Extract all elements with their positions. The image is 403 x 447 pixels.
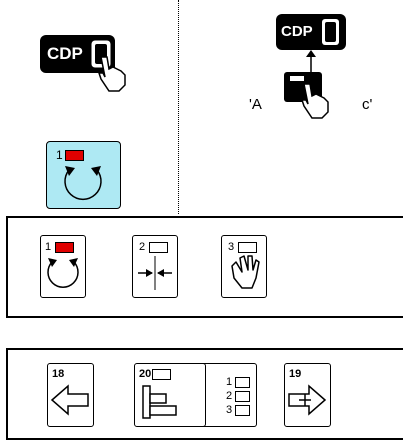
row-box [235,377,250,388]
tree-structure-icon [142,385,177,419]
structure-number: 20 [139,368,152,380]
arrow-up-icon [306,50,316,72]
rotate-arrows-icon [47,258,79,288]
card-touch-icon [284,72,334,120]
indicator-box [152,369,171,380]
mode-button-2[interactable]: 2 [132,235,178,298]
next-button[interactable]: 19 [284,363,331,427]
pointing-hand-small-icon [300,83,329,119]
cdp-tablet-icon: CDP [276,14,346,50]
structure-rows: 1 2 3 [204,365,254,425]
row-box [235,391,250,402]
mode-number: 1 [45,241,52,253]
row-number: 1 [226,376,233,388]
arrow-right-plus-icon [288,384,327,416]
prev-number: 18 [52,368,65,380]
mode-number: 3 [228,241,235,253]
next-number: 19 [289,368,302,380]
prev-button[interactable]: 18 [47,363,94,427]
vertical-divider [178,0,179,214]
indicator-box [149,242,168,253]
structure-button[interactable]: 20 [134,363,206,427]
tile-number: 1 [56,148,63,162]
mode-selector-panel: 1 2 3 [6,216,403,318]
active-mode-tile[interactable]: 1 [46,141,121,209]
cdp-touch-icon: CDP [40,35,130,95]
cdp-badge: CDP [40,35,115,73]
row-number: 2 [226,390,233,402]
indicator-box [238,242,257,253]
mode-number: 2 [139,241,146,253]
navigation-panel: 18 20 1 2 3 19 [6,348,403,440]
hand-icon [231,255,260,289]
quote-left: 'A [249,96,262,113]
mode-button-3[interactable]: 3 [221,235,267,298]
structure-rows-frame [198,363,257,427]
converge-arrows-icon [138,256,172,290]
row-box [235,405,250,416]
arrow-left-icon [50,384,89,416]
red-indicator [55,242,74,253]
rotate-arrows-icon [64,166,102,200]
red-indicator [65,150,84,161]
mode-button-1[interactable]: 1 [40,235,86,298]
quote-right: c' [362,96,373,113]
cdp-label: CDP [47,44,83,63]
row-number: 3 [226,404,233,416]
pointing-hand-icon [97,56,126,92]
cdp-label-right: CDP [281,23,313,40]
